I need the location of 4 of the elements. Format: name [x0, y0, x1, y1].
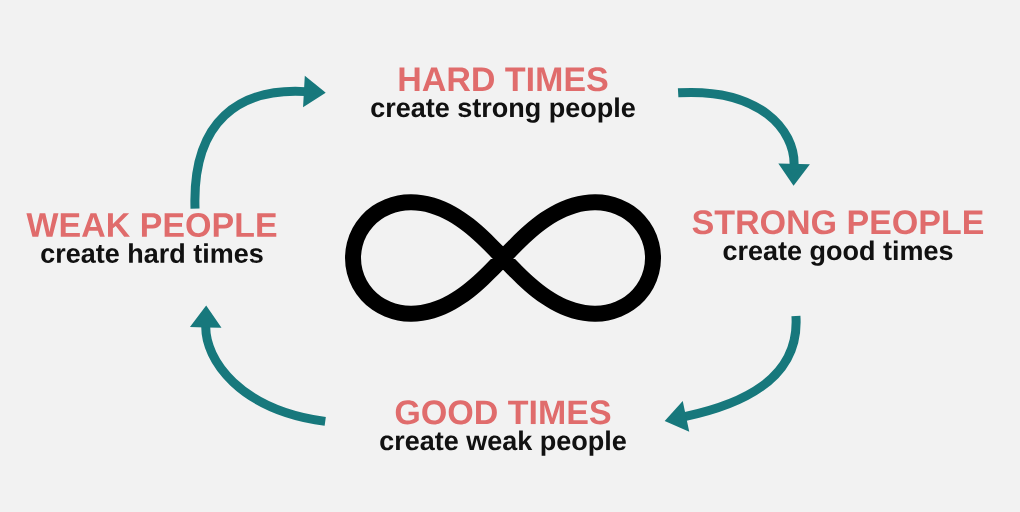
caption-text: WEAK PEOPLE create hard times	[26, 213, 277, 263]
caption-text: GOOD TIMES create weak people	[380, 400, 626, 456]
caption-text: STRONG PEOPLE create good times	[692, 210, 984, 266]
caption-text: HARD TIMES create strong people	[371, 67, 635, 123]
